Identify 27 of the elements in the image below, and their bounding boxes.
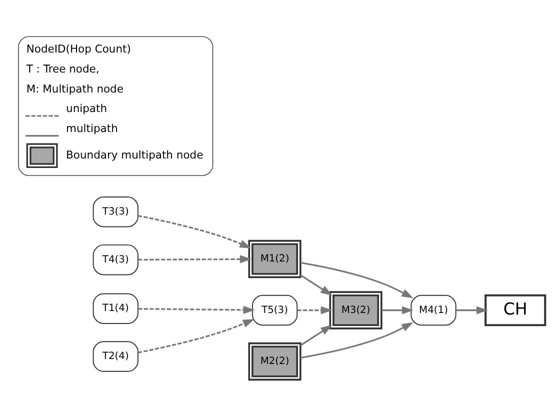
- node-box: T2(4): [92, 340, 138, 372]
- arrow: [300, 322, 414, 358]
- arrow: [300, 324, 332, 346]
- arrow: [138, 214, 252, 248]
- arrow: [300, 261, 414, 298]
- node-box: T3(3): [92, 196, 138, 227]
- node-box: M1(2): [248, 239, 302, 278]
- label: M: Multipath node: [26, 82, 124, 95]
- legend-label: unipath: [66, 102, 108, 115]
- node-box: M3(2): [329, 290, 382, 329]
- legend-label: Boundary multipath node: [66, 148, 204, 161]
- arrow: [138, 305, 255, 314]
- arrow: [297, 306, 332, 314]
- node-box: CH: [484, 294, 546, 326]
- arrow: [456, 306, 488, 314]
- arrow: [382, 306, 414, 314]
- legend-label: multipath: [66, 122, 118, 135]
- node-box: M2(2): [248, 342, 302, 380]
- label: T : Tree node,: [26, 62, 100, 75]
- node-box: T4(3): [92, 244, 138, 275]
- arrow: [138, 318, 255, 353]
- arrow: [300, 274, 332, 296]
- label: NodeID(Hop Count): [26, 42, 131, 56]
- node-box: T1(4): [92, 292, 138, 324]
- node-box: M4(1): [410, 294, 456, 326]
- node-box: T5(3): [252, 294, 298, 326]
- arrow: [138, 254, 252, 263]
